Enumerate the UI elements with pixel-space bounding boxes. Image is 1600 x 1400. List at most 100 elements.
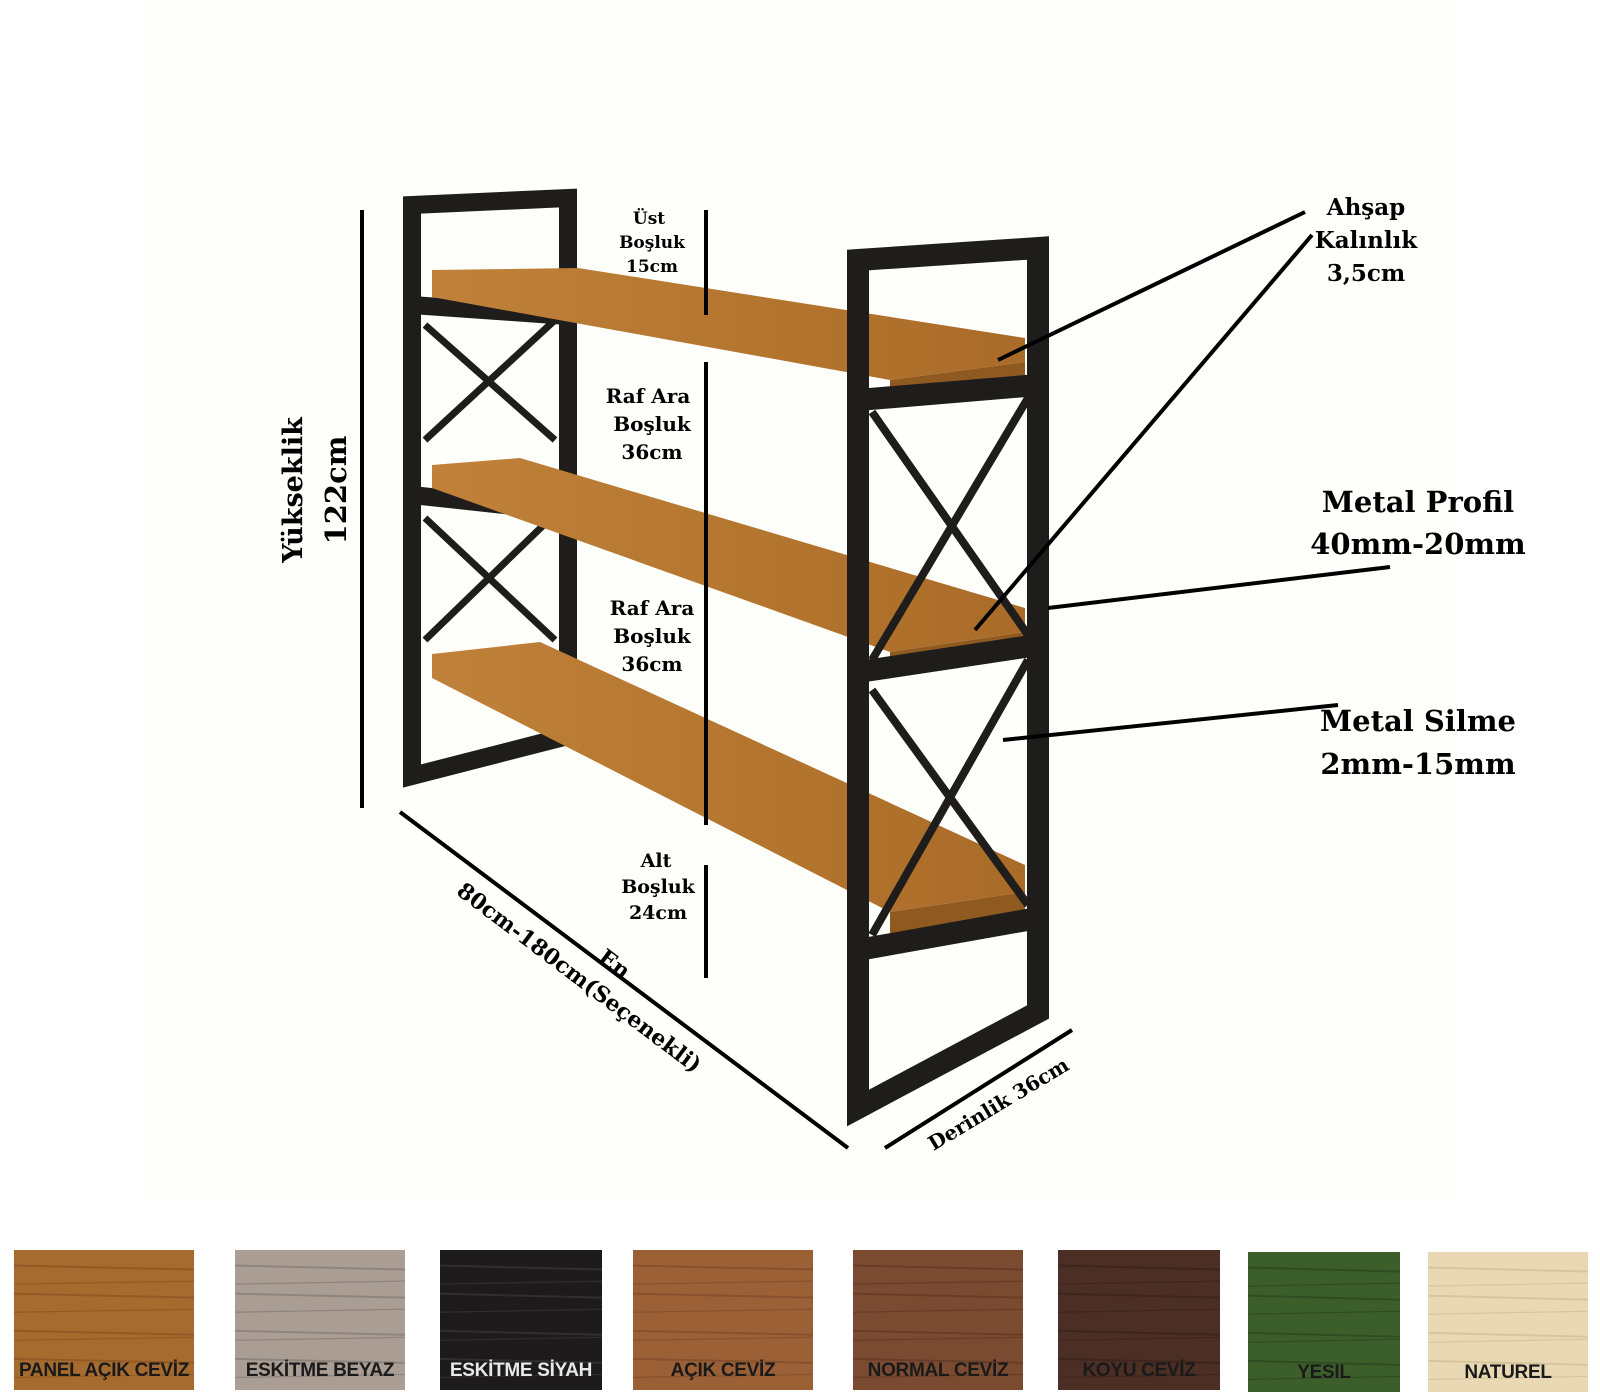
swatch-grain [1247, 1282, 1401, 1287]
swatch-grain [1057, 1264, 1221, 1271]
swatch-grain [439, 1329, 603, 1336]
swatch-label: ESKİTME BEYAZ [246, 1360, 395, 1381]
swatch-grain [1057, 1280, 1221, 1285]
swatch-color [1248, 1252, 1400, 1392]
swatch-grain [1247, 1266, 1401, 1273]
gap-label-middle-2: Raf Ara Boşluk 36cm [610, 596, 695, 676]
gap-mid1-line2: Boşluk [613, 412, 692, 436]
swatch-label: PANEL AÇIK CEVİZ [19, 1360, 190, 1381]
swatch-grain [439, 1373, 603, 1379]
swatch-grain [13, 1329, 195, 1336]
swatch-grain [234, 1280, 406, 1285]
swatch-grain [439, 1280, 603, 1285]
swatch-grain [234, 1373, 406, 1379]
gap-mid1-line1: Raf Ara [606, 384, 691, 408]
swatch-grain [852, 1357, 1024, 1364]
swatch-grain [234, 1292, 406, 1299]
swatch-grain [852, 1329, 1024, 1336]
swatch-grain [13, 1264, 195, 1271]
swatch-4: AÇIK CEVİZ [632, 1250, 814, 1390]
swatch-grain [439, 1336, 603, 1341]
swatch-grain [13, 1280, 195, 1285]
right-frame [847, 236, 1049, 1127]
swatch-grain [13, 1292, 195, 1299]
swatch-grain [1247, 1375, 1401, 1381]
gap-mid2-line3: 36cm [621, 652, 682, 676]
wood-thickness-line3: 3,5cm [1327, 260, 1405, 287]
swatch-label: ESKİTME SİYAH [450, 1360, 592, 1381]
width-line [398, 810, 850, 1150]
swatch-grain [13, 1357, 195, 1364]
swatch-color [440, 1250, 602, 1390]
swatch-grain [234, 1329, 406, 1336]
swatch-grain [1427, 1338, 1589, 1343]
swatch-grain [234, 1357, 406, 1364]
depth-line [883, 1028, 1074, 1150]
swatch-label: NORMAL CEVİZ [868, 1360, 1009, 1381]
swatch-grain [1057, 1357, 1221, 1364]
swatch-grain [852, 1336, 1024, 1341]
swatch-grain [1247, 1310, 1401, 1315]
gap-label-bottom: Alt Boşluk 24cm [621, 850, 695, 924]
gap-mid1-line3: 36cm [621, 440, 682, 464]
gap-bottom-line1: Alt [640, 850, 672, 872]
swatch-color [1428, 1252, 1588, 1392]
callout-line-wood-2 [973, 233, 1314, 632]
swatch-grain [632, 1336, 814, 1341]
swatch-color [853, 1250, 1023, 1390]
swatch-grain [1427, 1310, 1589, 1315]
swatch-grain [13, 1373, 195, 1379]
swatch-grain [632, 1292, 814, 1299]
swatch-7: YESIL [1247, 1252, 1401, 1392]
swatch-3: ESKİTME SİYAH [439, 1250, 603, 1390]
swatch-color [235, 1250, 405, 1390]
swatch-grain [1247, 1338, 1401, 1343]
gap-mid2-line1: Raf Ara [610, 596, 695, 620]
swatch-grain [852, 1308, 1024, 1313]
callout-line-wood [997, 210, 1306, 362]
swatch-grain [852, 1280, 1024, 1285]
swatch-grain [1427, 1294, 1589, 1301]
right-frame-crossbars [856, 374, 1040, 961]
swatch-grain [852, 1373, 1024, 1379]
swatch-grain [1427, 1282, 1589, 1287]
swatch-grain [632, 1264, 814, 1271]
swatch-grain [632, 1373, 814, 1379]
gap-bottom-line3: 24cm [629, 902, 687, 924]
swatch-grain [439, 1308, 603, 1313]
swatch-grain [852, 1292, 1024, 1299]
swatch-grain [439, 1264, 603, 1271]
swatch-grain [234, 1264, 406, 1271]
swatch-grain [1057, 1292, 1221, 1299]
swatch-grain [632, 1308, 814, 1313]
swatch-grain [632, 1357, 814, 1364]
gap-label-middle-1: Raf Ara Boşluk 36cm [606, 384, 692, 464]
metal-profile-line1: Metal Profil [1322, 485, 1514, 519]
swatch-grain [1057, 1308, 1221, 1313]
color-swatches: PANEL AÇIK CEVİZ ESKİTME BEYAZ ESKİTME SİY… [13, 1250, 1589, 1392]
swatch-grain [1247, 1294, 1401, 1301]
metal-strip-line1: Metal Silme [1320, 704, 1516, 738]
wood-thickness-line2: Kalınlık [1315, 227, 1419, 254]
dimension-lines [360, 210, 1391, 1150]
callout-line-profile [1047, 565, 1391, 610]
swatch-grain [234, 1336, 406, 1341]
swatch-label: KOYU CEVİZ [1082, 1360, 1196, 1381]
swatch-6: KOYU CEVİZ [1057, 1250, 1221, 1390]
wood-thickness-line1: Ahşap [1326, 194, 1406, 221]
gap-mid2-line2: Boşluk [613, 624, 692, 648]
gap-top-line2: Boşluk [619, 233, 686, 253]
swatch-grain [234, 1308, 406, 1313]
swatch-1: PANEL AÇIK CEVİZ [13, 1250, 195, 1390]
gap-label-top: Üst Boşluk 15cm [619, 208, 686, 277]
swatch-label: NATUREL [1464, 1362, 1552, 1383]
swatch-grain [439, 1292, 603, 1299]
swatch-grain [1057, 1329, 1221, 1336]
gap-top-line3: 15cm [626, 257, 678, 277]
swatch-grain [1427, 1375, 1589, 1381]
height-title: Yükseklik [278, 416, 309, 564]
swatch-color [1058, 1250, 1220, 1390]
shelf-bottom [432, 642, 1025, 938]
left-frame-x-braces [422, 317, 558, 643]
